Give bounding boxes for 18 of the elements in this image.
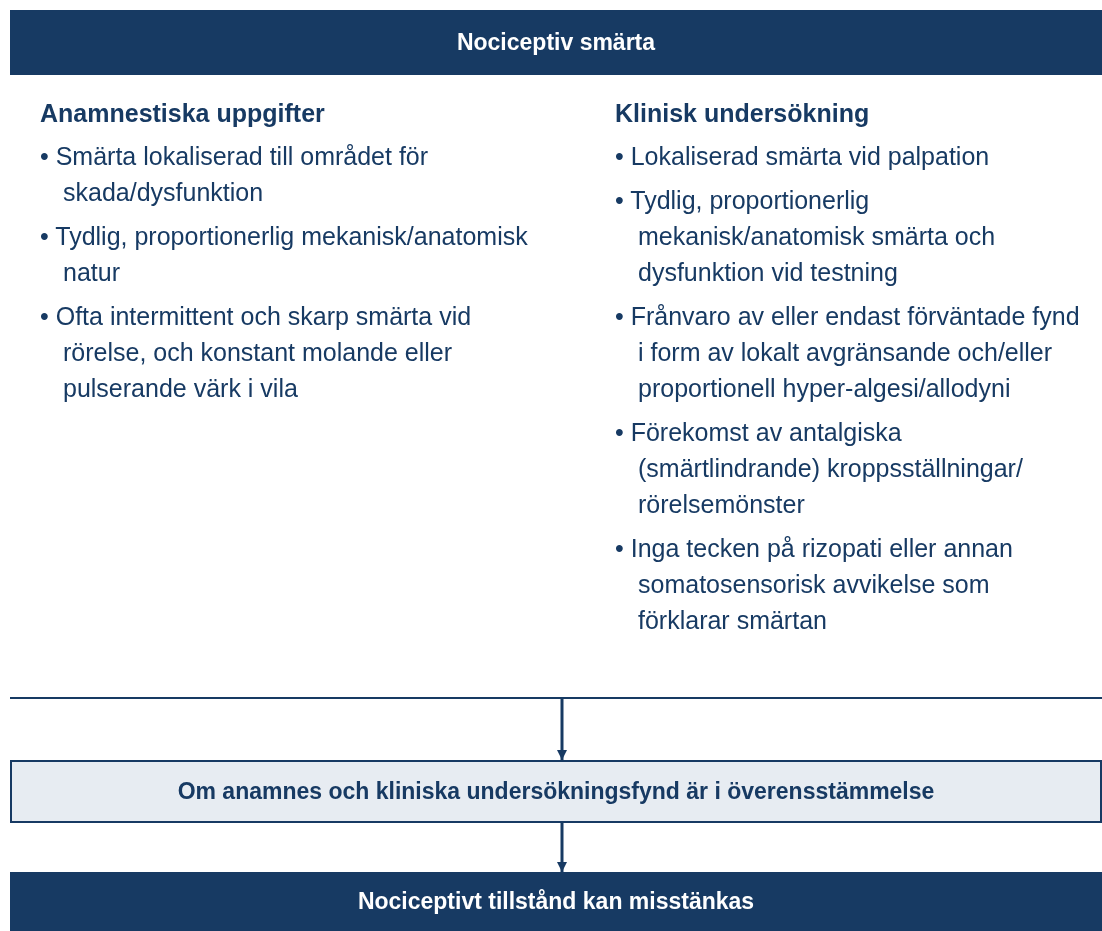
arrow: [556, 699, 568, 760]
section-heading: Klinisk undersökning: [615, 99, 871, 128]
bullet-item: • Lokaliserad smärta vid palpation: [615, 141, 991, 172]
arrow: [556, 823, 568, 872]
header-bar: [10, 10, 1102, 75]
bullet-item: • Smärta lokaliserad till området för skada/dysfunktion: [40, 141, 430, 208]
bullet-item: • Frånvaro av eller endast förväntade fynd i form av lokalt avgränsande och/eller proportionell hyper-algesi/allodyni: [615, 301, 1081, 404]
condition-box: [10, 760, 1102, 823]
box-label: Nociceptivt tillstånd kan misstänkas: [357, 888, 755, 915]
box-label: Nociceptiv smärta: [456, 29, 656, 56]
bullet-item: • Förekomst av antalgiska (smärtlindrande) kroppsställningar/ rörelsemönster: [615, 417, 1024, 520]
bullet-item: • Tydlig, proportionerlig mekanisk/anatomisk smärta och dysfunktion vid testning: [615, 185, 997, 288]
bullet-item: • Ofta intermittent och skarp smärta vid rörelse, och konstant molande eller pulserande värk i vila: [40, 301, 473, 404]
bullet-item: • Inga tecken på rizopati eller annan somatosensorisk avvikelse som förklarar smärtan: [615, 533, 1014, 636]
bullet-item: • Tydlig, proportionerlig mekanisk/anatomisk natur: [40, 221, 529, 288]
box-label: Om anamnes och kliniska undersökningsfynd är i överensstämmelse: [177, 778, 935, 805]
result-bar: [10, 872, 1102, 931]
section-heading: Anamnestiska uppgifter: [40, 99, 326, 128]
